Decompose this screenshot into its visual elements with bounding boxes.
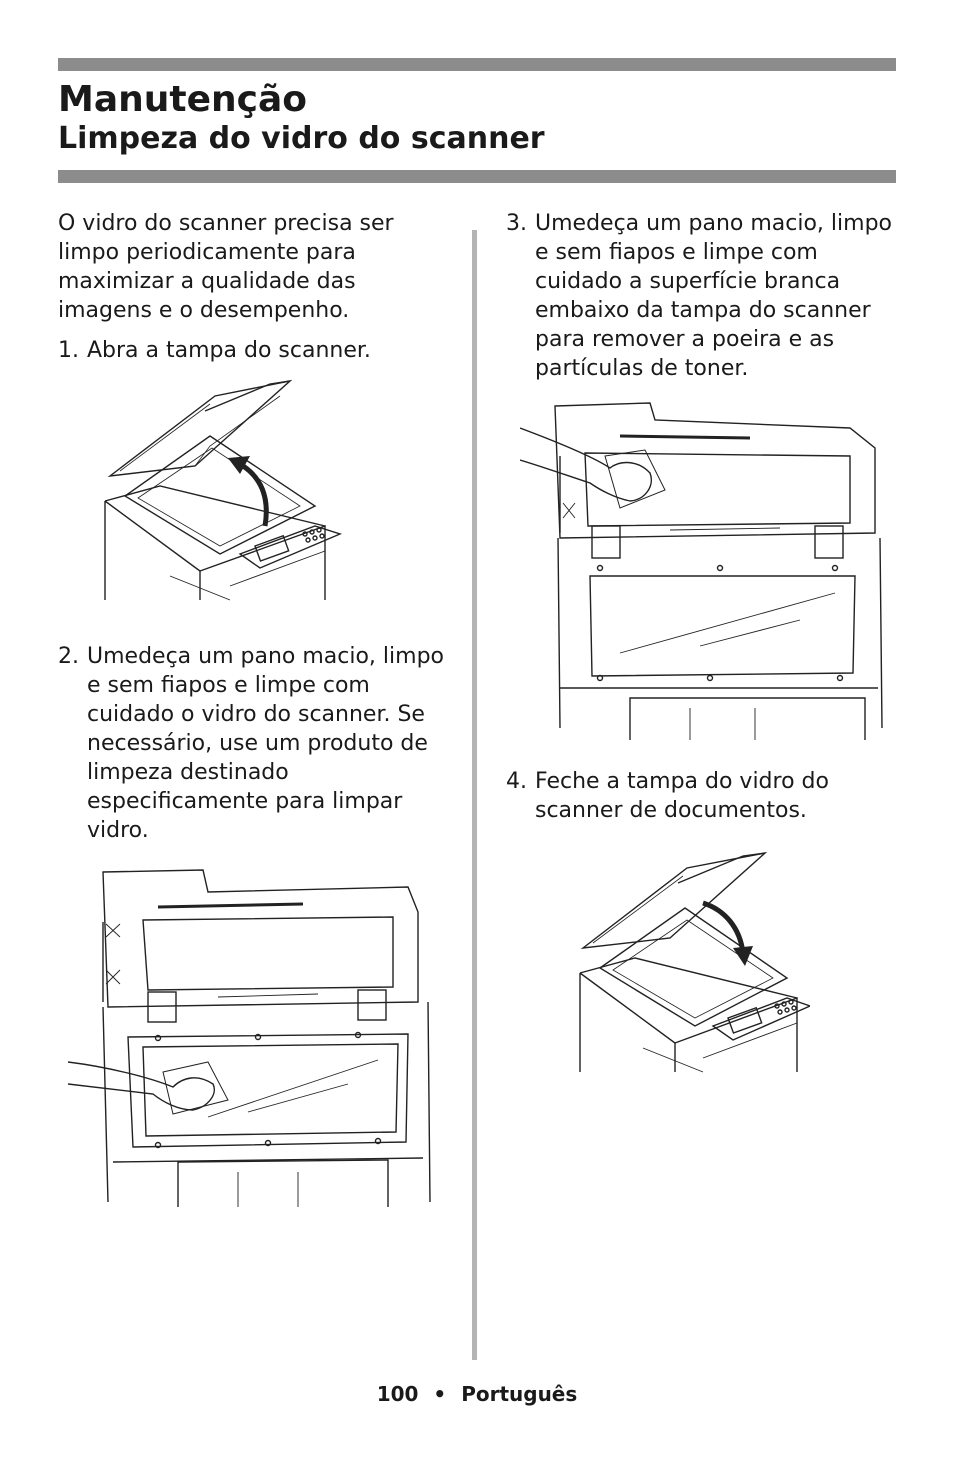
intro-paragraph: O vidro do scanner precisa ser limpo per… bbox=[58, 211, 394, 323]
step-4: 4. Feche a tampa do vidro do scanner de … bbox=[506, 767, 906, 825]
page-number: 100 bbox=[376, 1382, 419, 1406]
column-divider bbox=[472, 230, 477, 1360]
header-rule-top bbox=[58, 58, 896, 71]
step-3: 3. Umedeça um pano macio, limpo e sem fi… bbox=[506, 209, 906, 383]
step-number: 1. bbox=[58, 338, 79, 363]
figure-wipe-scanner-glass bbox=[68, 862, 433, 1207]
step-number: 2. bbox=[58, 644, 79, 669]
step-text: Abra a tampa do scanner. bbox=[87, 338, 371, 363]
step-text: Feche a tampa do vidro do scanner de doc… bbox=[535, 769, 829, 823]
page-subtitle: Limpeza do vidro do scanner bbox=[58, 121, 545, 156]
footer-language: Português bbox=[461, 1382, 578, 1406]
figure-open-scanner-lid bbox=[100, 376, 350, 601]
step-number: 3. bbox=[506, 211, 527, 236]
footer-bullet: • bbox=[433, 1382, 447, 1406]
step-2: 2. Umedeça um pano macio, limpo e sem fi… bbox=[58, 642, 450, 845]
figure-close-scanner-lid bbox=[575, 848, 810, 1073]
step-number: 4. bbox=[506, 769, 527, 794]
step-1: 1. Abra a tampa do scanner. bbox=[58, 336, 450, 365]
page-footer: 100 • Português bbox=[0, 1382, 954, 1406]
page-title: Manutenção bbox=[58, 79, 307, 120]
step-text: Umedeça um pano macio, limpo e sem fiapo… bbox=[87, 644, 444, 843]
figure-wipe-lid-underside bbox=[520, 398, 888, 740]
header-rule-bottom bbox=[58, 170, 896, 183]
step-text: Umedeça um pano macio, limpo e sem fiapo… bbox=[535, 211, 892, 381]
